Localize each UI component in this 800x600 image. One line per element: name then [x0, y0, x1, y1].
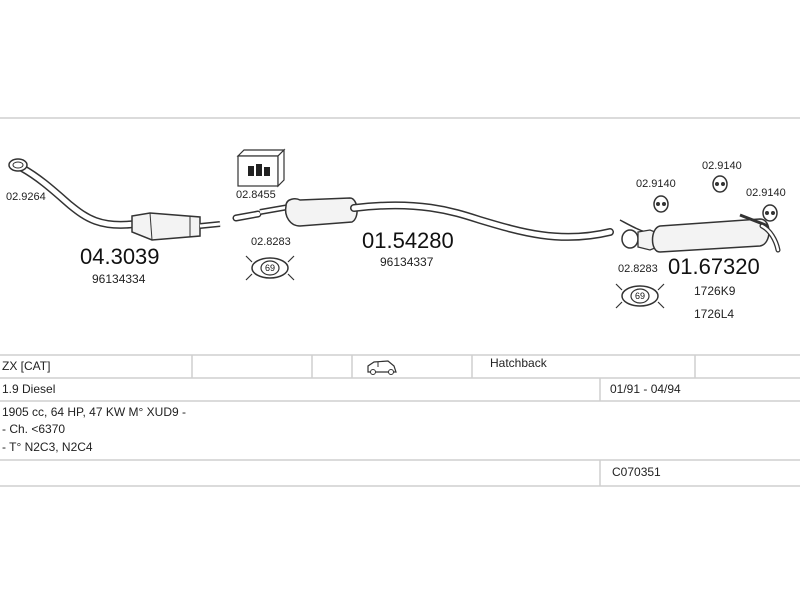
- rear-silencer: [619, 213, 781, 253]
- front-cat-part-number: 04.3039: [80, 244, 160, 269]
- rear-hanger-3-icon: [762, 204, 778, 222]
- rear-hanger-2-number: 02.9140: [702, 160, 742, 172]
- chassis-range: - Ch. <6370: [2, 422, 65, 436]
- rear-gasket-number: 02.8283: [618, 263, 658, 275]
- vehicle-model: ZX [CAT]: [2, 359, 50, 373]
- car-icon: [367, 360, 397, 375]
- rear-gasket-ring-label: 69: [635, 291, 645, 301]
- engine: 1.9 Diesel: [2, 382, 55, 396]
- gasket-left-number: 02.8283: [251, 236, 291, 248]
- rear-silencer-oe-number-1: 1726K9: [694, 284, 736, 298]
- rear-silencer-oe-number-2: 1726L4: [694, 307, 734, 321]
- rear-hanger-1-number: 02.9140: [636, 178, 676, 190]
- front-clip-number: 02.9264: [6, 191, 46, 203]
- rear-hanger-3-number: 02.9140: [746, 187, 786, 199]
- middle-silencer-pipe: [259, 197, 614, 241]
- middle-pipe-part-number: 01.54280: [362, 228, 454, 253]
- rear-gasket-ring-icon: [615, 283, 665, 309]
- gasket-left-ring-label: 69: [265, 263, 275, 273]
- rear-hanger-2-icon: [712, 175, 728, 193]
- engine-spec: 1905 cc, 64 HP, 47 KW M° XUD9 -: [2, 405, 186, 419]
- vehicle-info-table: [0, 354, 800, 487]
- rear-silencer-part-number: 01.67320: [668, 254, 760, 279]
- gasket-left-ring-icon: [245, 255, 295, 281]
- vehicle-type: - T° N2C3, N2C4: [2, 440, 93, 454]
- mounting-kit-number: 02.8455: [236, 189, 276, 201]
- catalog-code: C070351: [612, 465, 661, 479]
- body-type: Hatchback: [490, 356, 548, 370]
- clamp-icon: [232, 210, 262, 222]
- middle-pipe-oe-number: 96134337: [380, 255, 434, 269]
- front-pipe-with-catalyst: [8, 158, 221, 241]
- production-years: 01/91 - 04/94: [610, 382, 681, 396]
- mounting-kit-box-icon: [236, 148, 286, 188]
- rear-hanger-1-icon: [653, 195, 669, 213]
- front-cat-oe-number: 96134334: [92, 272, 146, 286]
